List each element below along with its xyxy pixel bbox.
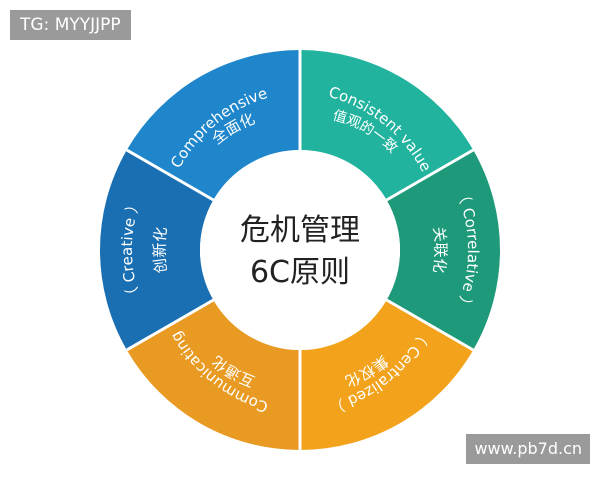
center-title-line1: 危机管理 bbox=[240, 213, 360, 248]
ring-segments bbox=[100, 50, 500, 450]
center-title-line2: 6C原则 bbox=[250, 255, 350, 290]
creative-chinese-label: 创新化 bbox=[151, 226, 171, 275]
correlative-chinese-label: 关联化 bbox=[430, 226, 450, 275]
segment-creative bbox=[100, 150, 214, 350]
segment-communicating bbox=[126, 300, 300, 450]
segment-centralized bbox=[300, 300, 474, 450]
segment-correlative bbox=[386, 150, 500, 350]
center-circle bbox=[200, 150, 400, 350]
ring-dividers bbox=[126, 50, 474, 450]
segment-consistent-value bbox=[300, 50, 474, 200]
svg-text:关联化: 关联化 bbox=[430, 226, 450, 275]
svg-text:创新化: 创新化 bbox=[151, 226, 171, 275]
segment-comprehensive bbox=[126, 50, 300, 200]
url-watermark: www.pb7d.cn bbox=[466, 434, 590, 464]
tag-watermark: TG: MYYJJPP bbox=[10, 10, 131, 40]
